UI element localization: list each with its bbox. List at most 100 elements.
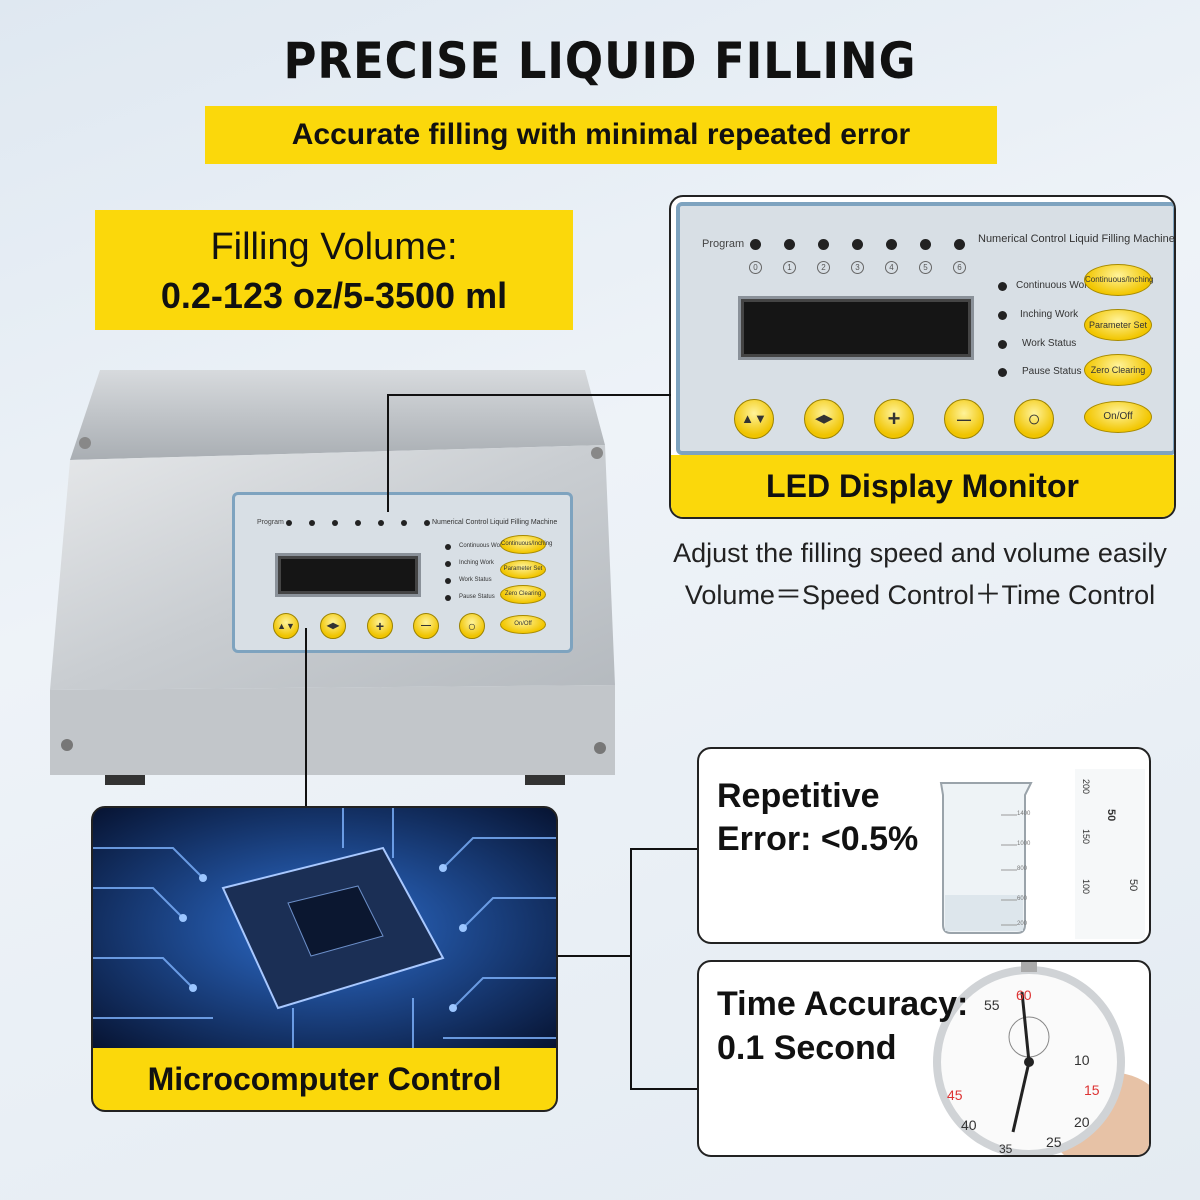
program-led (920, 239, 931, 250)
status-label: Continuous Work (459, 543, 505, 549)
status-led (998, 368, 1007, 377)
time-line-2: 0.1 Second (717, 1029, 897, 1067)
status-label: Inching Work (459, 560, 494, 566)
program-led (378, 520, 384, 526)
machine-control-panel: Program Numerical Control Liquid Filling… (232, 492, 573, 653)
ruler-mark: 200 (1081, 779, 1091, 795)
parameter-set-button[interactable]: Parameter Set (1084, 309, 1152, 341)
up-down-button[interactable]: ▲▼ (273, 613, 299, 639)
page-title: PRECISE LIQUID FILLING (283, 32, 917, 90)
left-right-button[interactable]: ◀▶ (320, 613, 346, 639)
lcd-screen (738, 296, 974, 360)
lcd-screen (275, 553, 421, 597)
program-led (818, 239, 829, 250)
machine-label: Numerical Control Liquid Filling Machine (432, 519, 558, 526)
continuous-inching-button[interactable]: Continuous/Inching (1084, 264, 1154, 296)
program-led (750, 239, 761, 250)
filling-volume-value: 0.2-123 oz/5-3500 ml (160, 275, 508, 316)
connector-line (630, 848, 632, 1090)
beaker-mark: 1000 (1017, 841, 1031, 847)
repetitive-error-card: Repetitive Error: <0.5% 1400 1000 800 60… (697, 747, 1151, 944)
connector-line (387, 394, 671, 396)
program-led (954, 239, 965, 250)
ruler-mark: 50 (1127, 879, 1139, 892)
program-led (784, 239, 795, 250)
subtitle-banner: Accurate filling with minimal repeated e… (205, 106, 997, 164)
status-label: Pause Status (1022, 366, 1082, 377)
stopwatch-number: 25 (1046, 1134, 1062, 1150)
program-led (401, 520, 407, 526)
enlarged-control-panel: Program Numerical Control Liquid Filling… (676, 202, 1175, 455)
beaker-mark: 800 (1017, 866, 1028, 872)
status-led (445, 578, 451, 584)
stopwatch-number: 45 (947, 1087, 963, 1103)
program-label: Program (702, 238, 745, 250)
machine-label: Numerical Control Liquid Filling Machine (978, 233, 1175, 245)
plus-button[interactable]: + (367, 613, 393, 639)
program-number: 6 (953, 261, 966, 274)
microcomputer-caption: Microcomputer Control (93, 1048, 556, 1110)
ruler-mark: 150 (1081, 829, 1091, 845)
on-off-button[interactable]: On/Off (1084, 401, 1152, 433)
status-led (998, 311, 1007, 320)
adjust-line-1: Adjust the filling speed and volume easi… (673, 538, 1167, 568)
connector-line (305, 628, 307, 808)
circle-button[interactable]: ○ (459, 613, 485, 639)
stopwatch-number: 15 (1084, 1082, 1100, 1098)
zero-clearing-button[interactable]: Zero Clearing (500, 585, 546, 604)
on-off-button[interactable]: On/Off (500, 615, 546, 634)
connector-line (630, 1088, 698, 1090)
time-line-1: Time Accuracy: (717, 985, 969, 1023)
program-led (332, 520, 338, 526)
continuous-inching-button[interactable]: Continuous/Inching (500, 535, 552, 554)
beaker-mark: 600 (1017, 896, 1028, 902)
status-led (445, 595, 451, 601)
program-number: 1 (783, 261, 796, 274)
program-number: 2 (817, 261, 830, 274)
program-led (886, 239, 897, 250)
program-number: 4 (885, 261, 898, 274)
program-label: Program (257, 519, 284, 526)
filling-volume-label: Filling Volume: (210, 226, 458, 268)
ruler-mark: 100 (1081, 879, 1091, 895)
status-label: Work Status (459, 577, 492, 583)
left-right-button[interactable]: ◀▶ (804, 399, 844, 439)
adjust-line-2: Volume＝Speed Control＋Time Control (684, 580, 1156, 610)
ruler-mark: 50 (1105, 809, 1117, 822)
zero-clearing-button[interactable]: Zero Clearing (1084, 354, 1152, 386)
stopwatch-icon (933, 962, 1149, 1155)
plus-button[interactable]: + (874, 399, 914, 439)
connector-line (387, 394, 389, 512)
status-label: Work Status (1022, 338, 1077, 349)
circuit-board-image (93, 808, 556, 1048)
status-led (998, 282, 1007, 291)
stopwatch-number: 20 (1074, 1114, 1090, 1130)
minus-button[interactable]: — (413, 613, 439, 639)
filling-volume-box: Filling Volume: 0.2-123 oz/5-3500 ml (95, 210, 573, 330)
program-led (852, 239, 863, 250)
stopwatch-number: 10 (1074, 1052, 1090, 1068)
program-number: 3 (851, 261, 864, 274)
minus-button[interactable]: — (944, 399, 984, 439)
circle-button[interactable]: ○ (1014, 399, 1054, 439)
error-line-1: Repetitive (717, 777, 880, 815)
connector-line (556, 955, 632, 957)
stopwatch-number: 55 (984, 997, 1000, 1013)
time-accuracy-card: 60 55 10 15 45 20 40 25 35 Time Accuracy… (697, 960, 1151, 1157)
measuring-ruler: 200 150 100 50 50 (1075, 769, 1145, 939)
parameter-set-button[interactable]: Parameter Set (500, 560, 546, 579)
led-display-caption: LED Display Monitor (671, 455, 1174, 517)
status-led (445, 544, 451, 550)
beaker-mark: 1400 (1017, 811, 1031, 817)
stopwatch-number: 60 (1016, 987, 1032, 1003)
status-led (998, 340, 1007, 349)
up-down-button[interactable]: ▲▼ (734, 399, 774, 439)
status-led (445, 561, 451, 567)
stopwatch-number: 40 (961, 1117, 977, 1133)
status-label: Continuous Work (1016, 280, 1093, 291)
led-display-card: Program Numerical Control Liquid Filling… (669, 195, 1176, 519)
program-led (424, 520, 430, 526)
beaker-icon (939, 782, 1033, 934)
stopwatch-number: 35 (999, 1142, 1013, 1156)
program-number: 5 (919, 261, 932, 274)
